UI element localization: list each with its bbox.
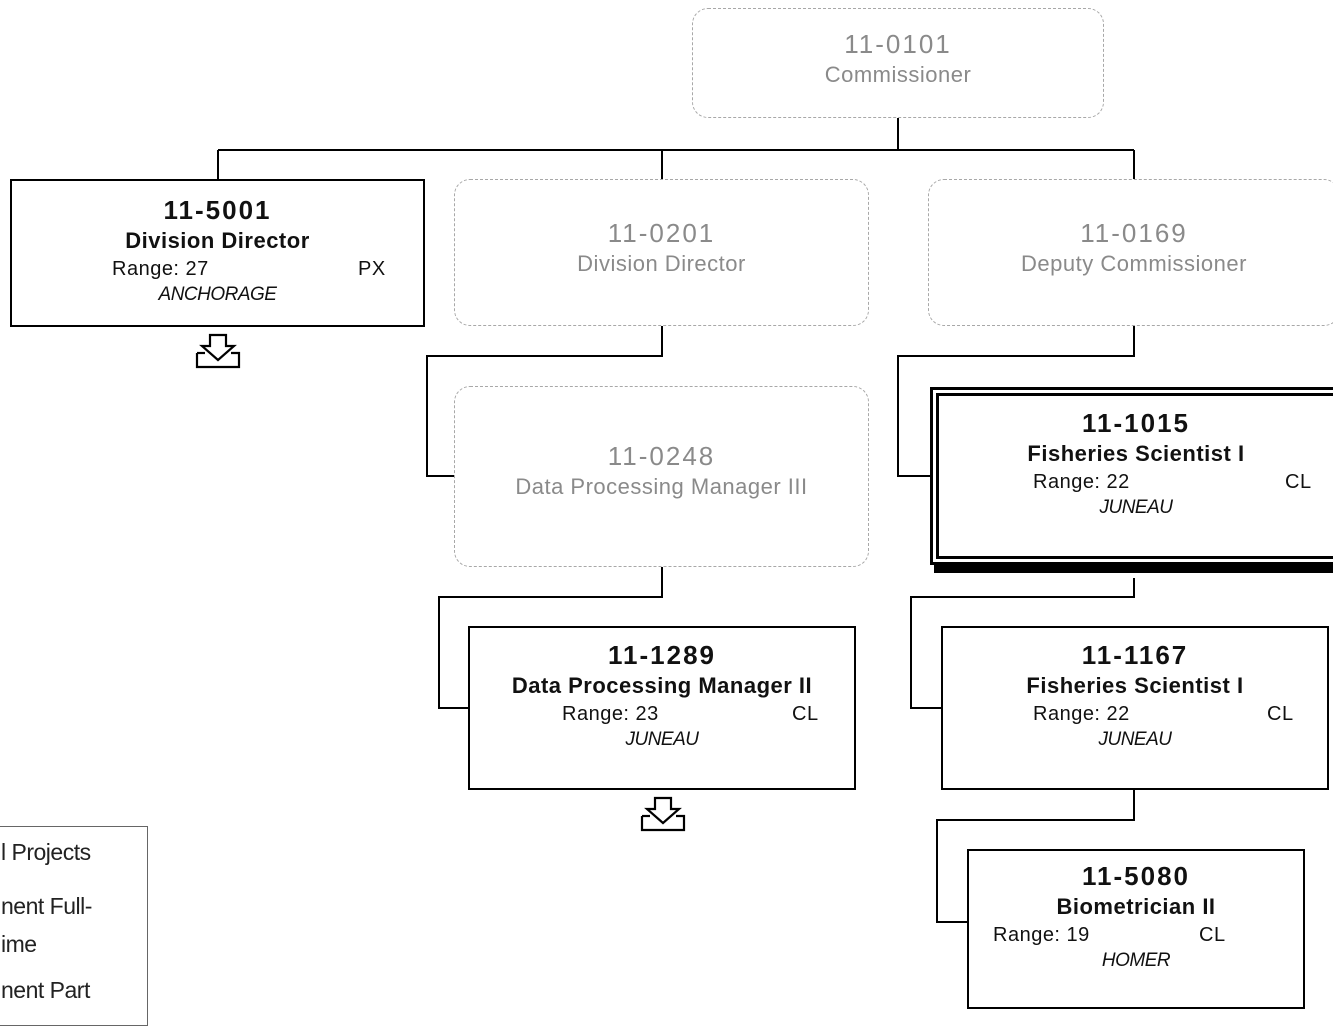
position-number: 11-5001: [163, 195, 272, 225]
org-node-fisheries-scientist-1167[interactable]: 11-1167 Fisheries Scientist I Range: 22 …: [941, 626, 1329, 790]
range-row: Range: 22 CL: [939, 467, 1333, 497]
org-node-commissioner[interactable]: 11-0101 Commissioner: [692, 8, 1104, 118]
expand-down-arrow-icon[interactable]: [640, 796, 686, 832]
position-number: 11-1289: [608, 640, 716, 670]
position-number: 11-0169: [1080, 218, 1188, 248]
position-title: Deputy Commissioner: [1021, 251, 1247, 276]
legend-item-time: ime: [1, 931, 37, 957]
position-title: Division Director: [125, 228, 310, 253]
range-value: Range: 22: [1033, 703, 1130, 725]
position-title: Fisheries Scientist I: [1026, 673, 1244, 698]
connector-lines: [217, 118, 1135, 923]
class-code: CL: [1267, 703, 1294, 725]
legend-item-projects: l Projects: [1, 839, 91, 865]
position-title: Fisheries Scientist I: [1027, 441, 1245, 466]
position-title: Biometrician II: [1056, 894, 1216, 919]
location: JUNEAU: [1098, 729, 1172, 750]
connector-0169-1015: [897, 326, 1135, 477]
class-code: CL: [1199, 924, 1226, 946]
position-number: 11-5080: [1082, 861, 1190, 891]
legend-item-permanent-full: nent Full-: [1, 893, 92, 919]
org-node-data-processing-manager-2[interactable]: 11-1289 Data Processing Manager II Range…: [468, 626, 856, 790]
connector-1167-5080: [936, 790, 1135, 923]
class-code: CL: [792, 703, 819, 725]
range-value: Range: 23: [562, 703, 659, 725]
range-row: Range: 19 CL: [969, 920, 1303, 950]
org-node-data-processing-manager-3[interactable]: 11-0248 Data Processing Manager III: [454, 386, 869, 567]
position-title: Data Processing Manager III: [515, 474, 808, 499]
org-node-fisheries-scientist-1015[interactable]: 11-1015 Fisheries Scientist I Range: 22 …: [933, 390, 1333, 562]
location: HOMER: [1101, 950, 1171, 971]
connector-1015-1167: [910, 578, 1135, 709]
position-number: 11-0101: [844, 29, 952, 59]
range-row: Range: 27 PX: [12, 254, 423, 284]
position-number: 11-1167: [1081, 640, 1189, 670]
location: ANCHORAGE: [158, 284, 277, 305]
expand-down-arrow-icon[interactable]: [195, 333, 241, 369]
position-title: Division Director: [577, 251, 746, 276]
range-value: Range: 27: [112, 258, 209, 280]
range-value: Range: 22: [1033, 471, 1130, 493]
position-title: Commissioner: [824, 62, 972, 87]
range-row: Range: 23 CL: [470, 699, 854, 729]
range-value: Range: 19: [993, 924, 1090, 946]
position-title: Data Processing Manager II: [511, 673, 813, 698]
position-number: 11-1015: [1082, 408, 1190, 438]
class-code: PX: [358, 258, 386, 280]
location: JUNEAU: [1099, 497, 1173, 518]
range-row: Range: 22 CL: [943, 699, 1327, 729]
location: JUNEAU: [625, 729, 699, 750]
legend-item-permanent-part: nent Part: [1, 977, 90, 1003]
connector-0201-0248: [426, 326, 663, 477]
legend-box: l Projects nent Full- ime nent Part: [0, 826, 148, 1026]
position-number: 11-0201: [607, 218, 716, 248]
org-node-deputy-commissioner[interactable]: 11-0169 Deputy Commissioner: [928, 179, 1333, 326]
org-node-division-director-0201[interactable]: 11-0201 Division Director: [454, 179, 869, 326]
position-number: 11-0248: [607, 441, 716, 471]
class-code: CL: [1285, 471, 1312, 493]
connector-0248-1289: [438, 566, 663, 709]
org-node-biometrician-2[interactable]: 11-5080 Biometrician II Range: 19 CL HOM…: [967, 849, 1305, 1009]
org-node-division-director-5001[interactable]: 11-5001 Division Director Range: 27 PX A…: [10, 179, 425, 327]
